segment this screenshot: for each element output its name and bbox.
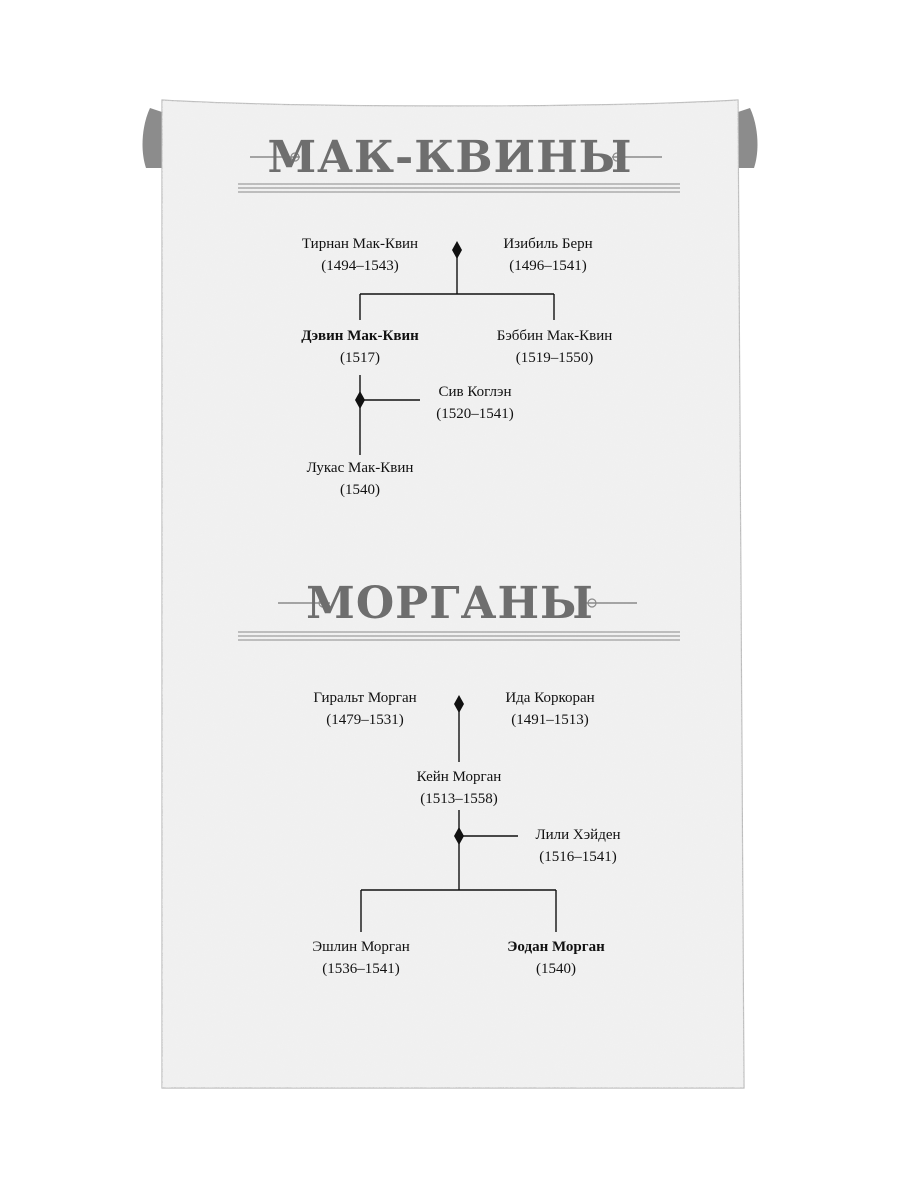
person-eodan: Эодан Морган (1540)	[486, 936, 626, 980]
person-eshlin: Эшлин Морган (1536–1541)	[291, 936, 431, 980]
person-name: Бэббин Мак-Квин	[477, 325, 632, 347]
person-dates: (1479–1531)	[290, 709, 440, 731]
person-kein: Кейн Морган (1513–1558)	[389, 766, 529, 810]
person-name: Гиральт Морган	[290, 687, 440, 709]
person-name: Сив Коглэн	[420, 381, 530, 403]
person-name: Изибиль Берн	[478, 233, 618, 255]
person-siv: Сив Коглэн (1520–1541)	[420, 381, 530, 425]
person-devin: Дэвин Мак-Квин (1517)	[280, 325, 440, 369]
person-dates: (1494–1543)	[285, 255, 435, 277]
person-lili: Лили Хэйден (1516–1541)	[518, 824, 638, 868]
person-dates: (1540)	[285, 479, 435, 501]
person-ida: Ида Коркоран (1491–1513)	[480, 687, 620, 731]
person-bebbin: Бэббин Мак-Квин (1519–1550)	[477, 325, 632, 369]
person-dates: (1496–1541)	[478, 255, 618, 277]
person-name: Ида Коркоран	[480, 687, 620, 709]
person-dates: (1540)	[486, 958, 626, 980]
person-name: Лили Хэйден	[518, 824, 638, 846]
family-title-morgan: МОРГАНЫ	[0, 578, 900, 629]
person-dates: (1517)	[280, 347, 440, 369]
person-dates: (1516–1541)	[518, 846, 638, 868]
person-name: Эшлин Морган	[291, 936, 431, 958]
person-dates: (1491–1513)	[480, 709, 620, 731]
person-dates: (1520–1541)	[420, 403, 530, 425]
person-name: Кейн Морган	[389, 766, 529, 788]
person-tirnan: Тирнан Мак-Квин (1494–1543)	[285, 233, 435, 277]
person-name: Эодан Морган	[486, 936, 626, 958]
person-dates: (1519–1550)	[477, 347, 632, 369]
person-name: Дэвин Мак-Квин	[280, 325, 440, 347]
person-lukas: Лукас Мак-Квин (1540)	[285, 457, 435, 501]
person-dates: (1513–1558)	[389, 788, 529, 810]
person-izibil: Изибиль Берн (1496–1541)	[478, 233, 618, 277]
person-name: Лукас Мак-Квин	[285, 457, 435, 479]
family-title-mac-queen: МАК-КВИНЫ	[0, 132, 900, 183]
person-giralt: Гиральт Морган (1479–1531)	[290, 687, 440, 731]
person-name: Тирнан Мак-Квин	[285, 233, 435, 255]
person-dates: (1536–1541)	[291, 958, 431, 980]
